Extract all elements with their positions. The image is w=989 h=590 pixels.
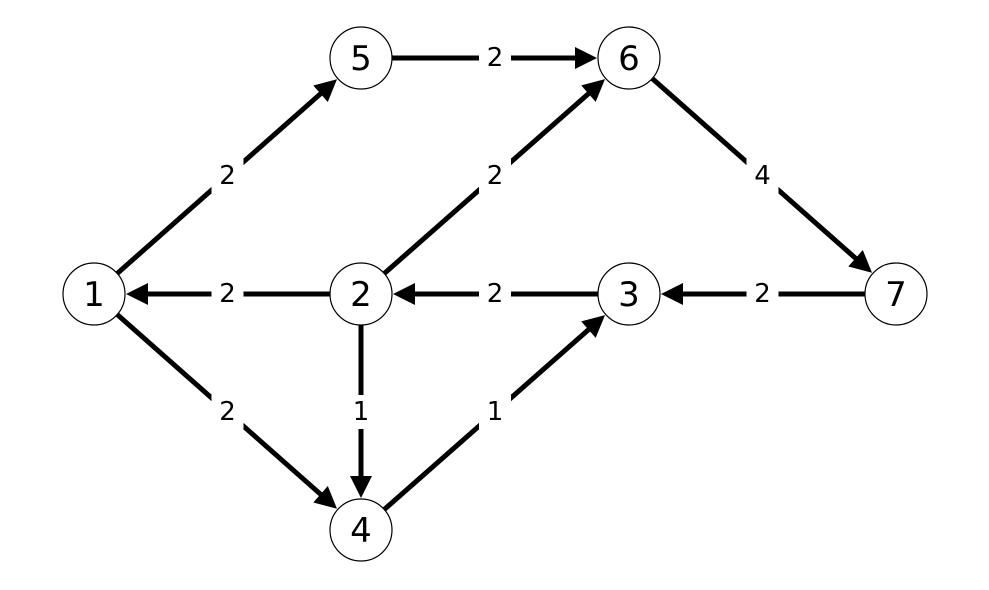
nodes-layer: 1 2 3 4 5 6 7 bbox=[62, 26, 928, 562]
arrowhead bbox=[393, 283, 415, 305]
node-2: 2 bbox=[329, 262, 393, 326]
node-circle bbox=[329, 262, 393, 326]
edge-weight-label: 2 bbox=[479, 277, 511, 311]
arrowhead bbox=[581, 79, 605, 102]
edge-weight-label: 1 bbox=[345, 395, 377, 429]
edge-label-background bbox=[479, 41, 511, 75]
edge-weight-text: 2 bbox=[754, 279, 771, 309]
node-5: 5 bbox=[329, 26, 393, 90]
edge-weight-label: 2 bbox=[479, 41, 511, 75]
arrowhead bbox=[661, 283, 683, 305]
edge-label-background bbox=[211, 159, 244, 193]
edge-weight-text: 2 bbox=[487, 43, 504, 73]
node-circle bbox=[864, 262, 928, 326]
node-circle bbox=[329, 26, 393, 90]
edge-weight-text: 1 bbox=[353, 397, 370, 427]
node-7: 7 bbox=[864, 262, 928, 326]
edge-weight-text: 4 bbox=[754, 161, 771, 191]
node-label: 7 bbox=[885, 275, 907, 315]
edge-label-background bbox=[479, 159, 511, 193]
arrowhead bbox=[581, 315, 605, 338]
node-label: 3 bbox=[618, 275, 640, 315]
node-3: 3 bbox=[597, 262, 661, 326]
node-circle bbox=[597, 262, 661, 326]
edge-weight-text: 2 bbox=[219, 397, 236, 427]
arrowhead bbox=[350, 476, 372, 498]
node-circle bbox=[597, 26, 661, 90]
edge-weight-label: 2 bbox=[746, 277, 779, 311]
edge-weight-label: 1 bbox=[479, 395, 511, 429]
edge-label-background bbox=[211, 277, 244, 311]
arrowhead bbox=[126, 283, 148, 305]
edge-label-background bbox=[479, 277, 511, 311]
edge-label-background bbox=[211, 395, 244, 429]
node-circle bbox=[329, 498, 393, 562]
edge-label-background bbox=[345, 395, 377, 429]
edge-weight-text: 1 bbox=[487, 397, 504, 427]
edge-weight-label: 2 bbox=[479, 159, 511, 193]
arrowhead bbox=[575, 47, 597, 69]
arrowhead bbox=[313, 79, 337, 102]
node-label: 2 bbox=[350, 275, 372, 315]
edge-weight-label: 4 bbox=[746, 159, 779, 193]
edge-labels-layer: 2 2 2 2 1 2 1 2 4 2 bbox=[211, 41, 779, 429]
edge-label-background bbox=[479, 395, 511, 429]
arrowhead bbox=[848, 250, 872, 273]
edge-weight-label: 2 bbox=[211, 395, 244, 429]
node-label: 6 bbox=[618, 39, 640, 79]
edge-weight-text: 2 bbox=[219, 279, 236, 309]
edge-weight-text: 2 bbox=[487, 161, 504, 191]
node-label: 4 bbox=[350, 511, 372, 551]
edge-weight-label: 2 bbox=[211, 159, 244, 193]
node-circle bbox=[62, 262, 126, 326]
node-label: 5 bbox=[350, 39, 372, 79]
edge-weight-text: 2 bbox=[487, 279, 504, 309]
node-4: 4 bbox=[329, 498, 393, 562]
node-label: 1 bbox=[83, 275, 105, 315]
edge-weight-text: 2 bbox=[219, 161, 236, 191]
edge-weight-label: 2 bbox=[211, 277, 244, 311]
node-6: 6 bbox=[597, 26, 661, 90]
edge-label-background bbox=[746, 159, 779, 193]
edge-label-background bbox=[746, 277, 779, 311]
node-1: 1 bbox=[62, 262, 126, 326]
arrowhead bbox=[313, 486, 337, 509]
